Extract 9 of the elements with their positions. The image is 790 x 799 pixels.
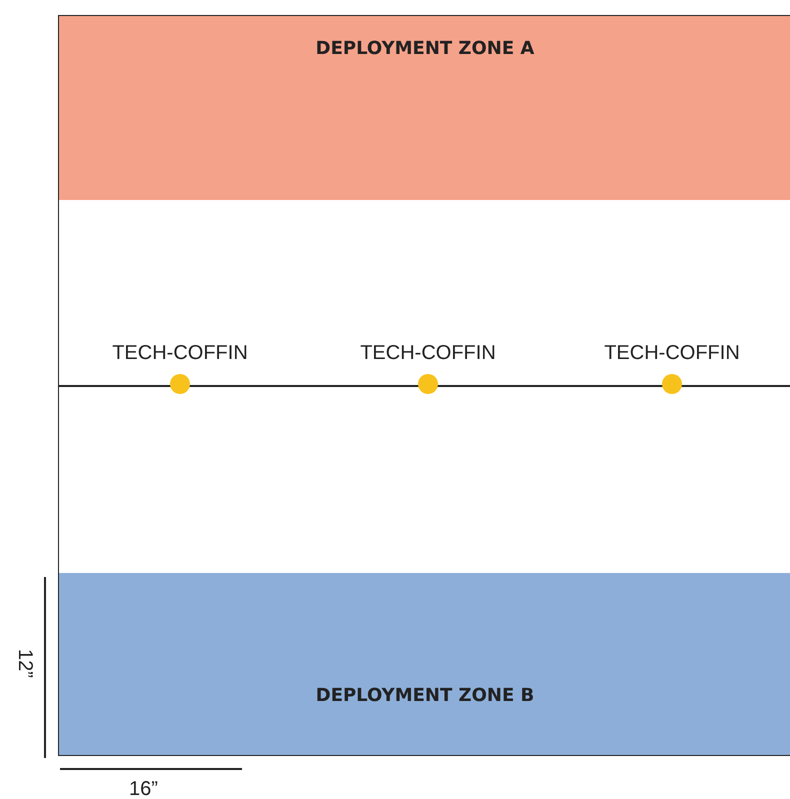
- zone-title: DEPLOYMENT ZONE A: [316, 38, 534, 59]
- dimension-label: 16”: [129, 778, 158, 799]
- objective-label: TECH-COFFIN: [604, 341, 740, 365]
- objective-label: TECH-COFFIN: [112, 341, 248, 365]
- objective-label: TECH-COFFIN: [360, 341, 496, 365]
- dimension-label: 12”: [12, 649, 36, 678]
- deployment-zone-b: [59, 573, 790, 755]
- deployment-zone-a: [59, 16, 790, 200]
- zone-title: DEPLOYMENT ZONE B: [316, 685, 534, 706]
